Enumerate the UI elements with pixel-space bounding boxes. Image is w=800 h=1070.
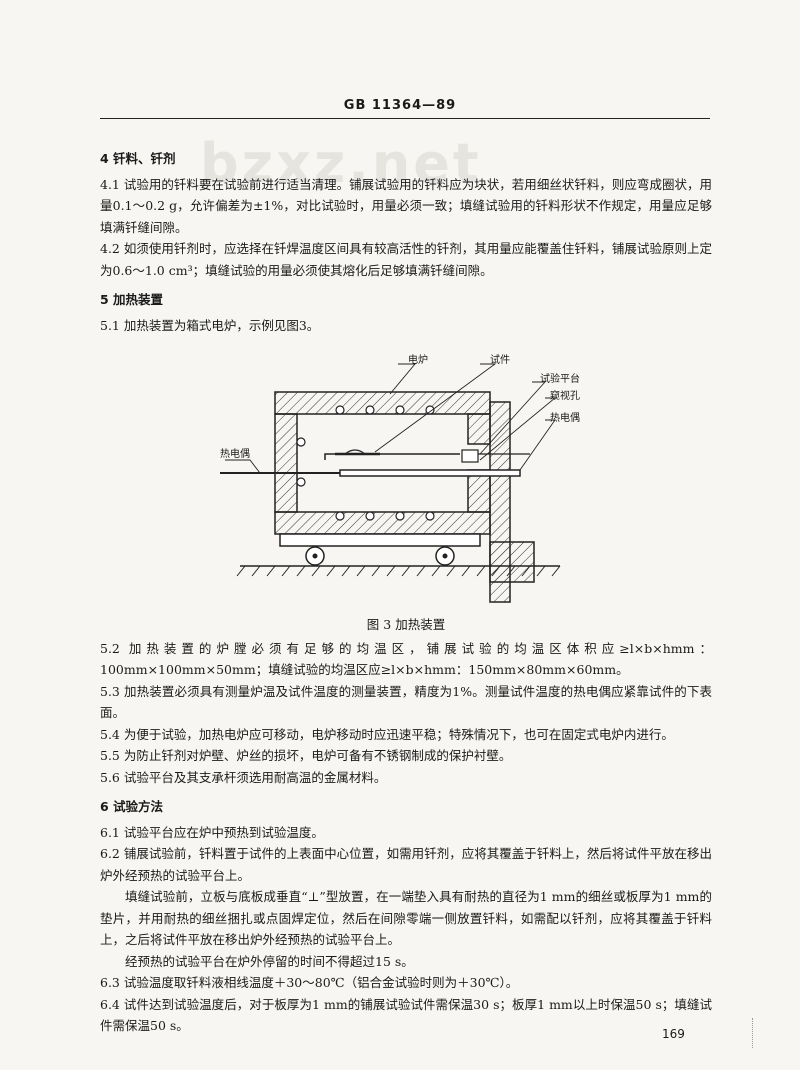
paragraph-5-6: 5.6 试验平台及其支承杆须选用耐高温的金属材料。 bbox=[100, 769, 387, 785]
paragraph-6-3: 6.3 试验温度取钎料液相线温度＋30～80℃（铝合金试验时则为＋30℃）。 bbox=[100, 975, 519, 990]
section-heading-5: 5 加热装置 bbox=[100, 292, 164, 307]
leader-lines bbox=[225, 363, 557, 474]
test-platform bbox=[220, 449, 530, 477]
furnace-walls bbox=[274, 391, 491, 535]
cart-base bbox=[279, 533, 481, 566]
figure-heating-device: 电炉 试件 试验平台 窥视孔 热电偶 热电偶 bbox=[100, 342, 712, 612]
label-furnace: 电炉 bbox=[408, 355, 428, 366]
paragraph-6-1: 6.1 试验平台应在炉中预热到试验温度。 bbox=[100, 824, 324, 840]
figure-caption: 图 3 加热装置 bbox=[366, 617, 446, 632]
paragraph-6-2: 6.2 铺展试验前，钎料置于试件的上表面中心位置，如需用钎剂，应将其覆盖于钎料上… bbox=[100, 846, 712, 883]
label-specimen: 试件 bbox=[490, 355, 510, 366]
paragraph-6-2-fill: 填缝试验前，立板与底板成垂直“⊥”型放置，在一端垫入具有耐热的直径为1 mm的细… bbox=[100, 889, 712, 947]
label-thermocouple-left: 热电偶 bbox=[220, 449, 250, 460]
page-number: 169 bbox=[662, 1027, 685, 1041]
section-heading-6: 6 试验方法 bbox=[100, 799, 164, 814]
paragraph-6-2-time: 经预热的试验平台在炉外停留的时间不得超过15 s。 bbox=[125, 953, 414, 969]
paragraph-5-3: 5.3 加热装置必须具有测量炉温及试件温度的测量装置，精度为1%。测量试件温度的… bbox=[100, 683, 712, 721]
document-body: 4 钎料、钎剂 4.1 试验用的钎料要在试验前进行适当清理。铺展试验用的钎料应为… bbox=[100, 140, 712, 1037]
label-test-platform: 试验平台 bbox=[540, 374, 580, 385]
scan-edge-mark bbox=[752, 1018, 754, 1048]
label-thermocouple-right: 热电偶 bbox=[550, 413, 580, 424]
paragraph-5-1: 5.1 加热装置为箱式电炉，示例见图3。 bbox=[100, 317, 320, 333]
paragraph-5-5: 5.5 为防止钎剂对炉壁、炉丝的损坏，电炉可备有不锈钢制成的保护衬壁。 bbox=[100, 748, 512, 763]
furnace-diagram bbox=[220, 363, 561, 603]
heating-elements bbox=[296, 405, 435, 521]
header-rule bbox=[100, 118, 710, 119]
watermark: bzxz.net bbox=[200, 132, 482, 195]
label-viewing-hole: 窥视孔 bbox=[550, 391, 580, 402]
page-header: GB 11364—89 bbox=[343, 98, 457, 113]
paragraph-4-1: 4.1 试验用的钎料要在试验前进行适当清理。铺展试验用的钎料应为块状，若用细丝状… bbox=[100, 176, 712, 235]
paragraph-5-2: 5.2 加热装置的炉膛必须有足够的均温区，铺展试验的均温区体积应≥l×b×hmm… bbox=[100, 640, 712, 678]
paragraph-4-2: 4.2 如须使用钎剂时，应选择在钎焊温度区间具有较高活性的钎剂，其用量应能覆盖住… bbox=[100, 241, 712, 278]
furnace-door bbox=[489, 401, 535, 603]
section-heading-4: 4 钎料、钎剂 bbox=[100, 151, 176, 166]
paragraph-5-4: 5.4 为便于试验，加热电炉应可移动，电炉移动时应迅速平稳；特殊情况下，也可在固… bbox=[100, 726, 674, 742]
specimen bbox=[335, 449, 380, 456]
ground-line bbox=[236, 565, 561, 577]
paragraph-6-4: 6.4 试件达到试验温度后，对于板厚为1 mm的铺展试验试件需保温30 s；板厚… bbox=[100, 996, 712, 1034]
